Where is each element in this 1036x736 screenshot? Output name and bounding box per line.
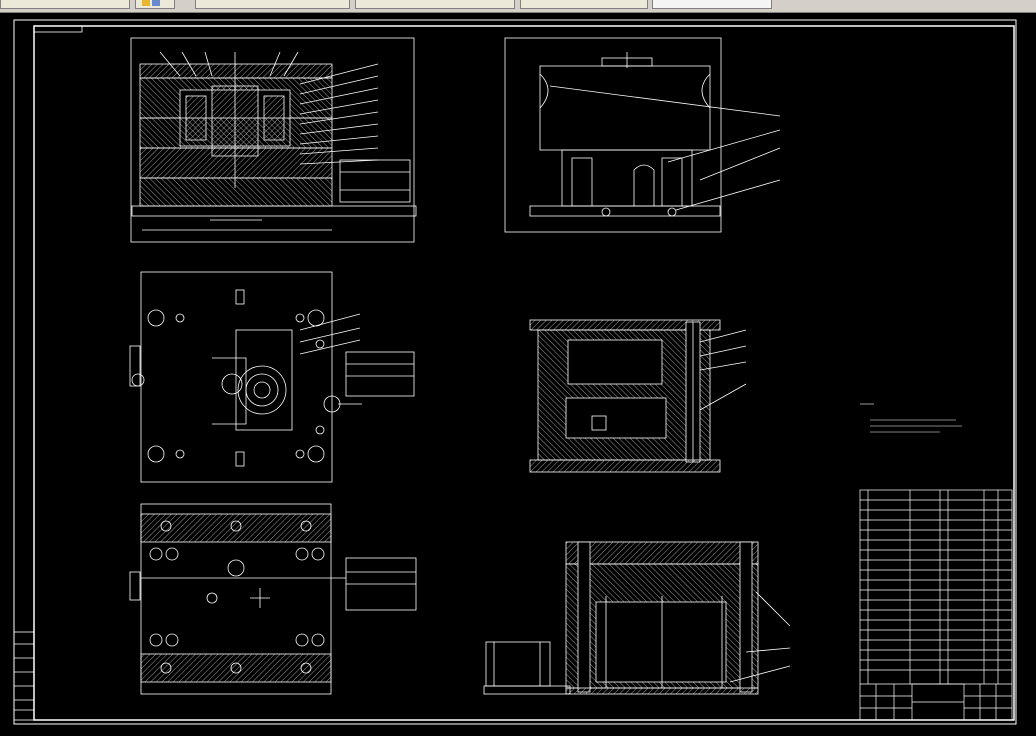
side-view[interactable] (504, 37, 781, 233)
front-section-view[interactable] (130, 37, 417, 243)
document-tab-4[interactable] (520, 0, 648, 9)
document-tab-2[interactable] (195, 0, 350, 9)
document-tab-bar (0, 0, 1036, 13)
rear-section-view[interactable] (483, 541, 791, 695)
layer-icon[interactable] (142, 0, 150, 6)
technical-notes (860, 403, 962, 433)
search-field[interactable] (652, 0, 772, 9)
title-block (859, 489, 1013, 721)
cad-drawing[interactable] (0, 12, 1036, 736)
margin-stamp-blocks (13, 631, 35, 721)
top-plan-view[interactable] (129, 271, 415, 483)
cad-drawing-canvas[interactable] (0, 12, 1036, 736)
side-section-view[interactable] (529, 319, 747, 473)
drawing-frame (13, 19, 1017, 725)
document-tab-1[interactable] (0, 0, 130, 9)
properties-icon[interactable] (152, 0, 161, 6)
document-tab-3[interactable] (355, 0, 515, 9)
bottom-view[interactable] (129, 503, 417, 695)
toolbar-icons[interactable] (135, 0, 175, 9)
